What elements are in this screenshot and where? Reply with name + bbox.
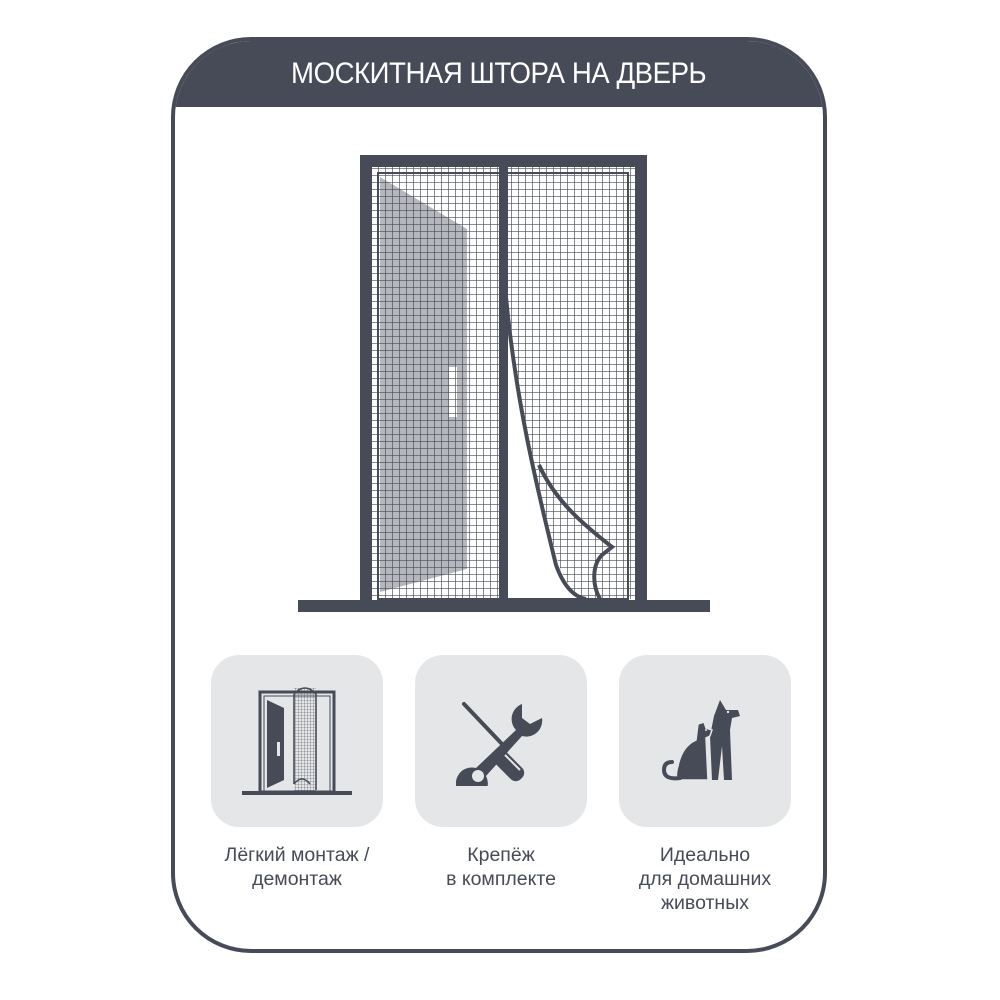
mesh-door-illustration <box>294 147 714 622</box>
feature-pet-friendly: Идеально для домашних животных <box>619 655 791 915</box>
feature-caption: Лёгкий монтаж / демонтаж <box>224 844 370 890</box>
door-with-rolled-net-icon <box>242 687 352 795</box>
feature-fasteners-included: Крепёж в комплекте <box>415 655 587 915</box>
feature-caption: Идеально для домашних животных <box>638 844 772 914</box>
features-row: Лёгкий монтаж / демонтаж Крепёж в компле… <box>211 655 791 915</box>
mesh-door-icon <box>298 155 710 612</box>
feature-tile <box>619 655 791 827</box>
feature-tile <box>211 655 383 827</box>
feature-easy-install: Лёгкий монтаж / демонтаж <box>211 655 383 915</box>
feature-caption: Крепёж в комплекте <box>446 844 556 890</box>
cat-dog-icon <box>661 700 740 781</box>
product-card: МОСКИТНАЯ ШТОРА НА ДВЕРЬ <box>171 37 827 953</box>
page-title: МОСКИТНАЯ ШТОРА НА ДВЕРЬ <box>291 57 707 90</box>
feature-tile <box>415 655 587 827</box>
wrench-screwdriver-icon <box>456 702 543 786</box>
card-header: МОСКИТНАЯ ШТОРА НА ДВЕРЬ <box>175 41 823 107</box>
